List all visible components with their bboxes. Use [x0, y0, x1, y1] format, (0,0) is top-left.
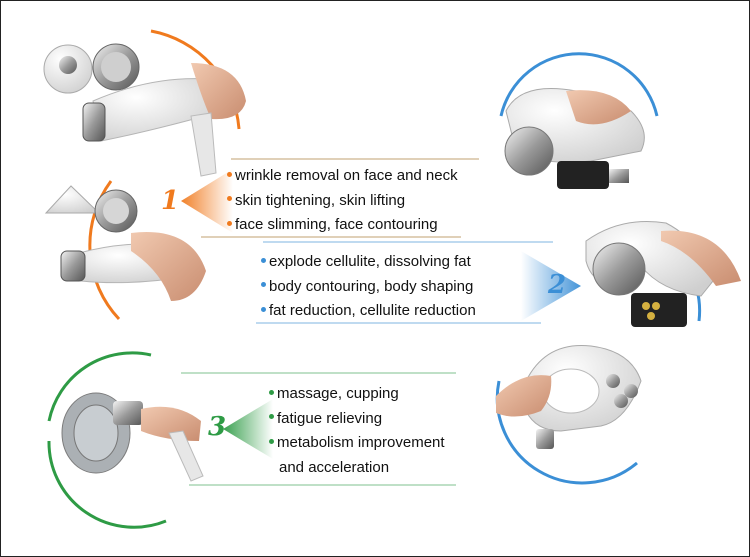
bullet-icon [269, 414, 274, 420]
blue-pointer [521, 251, 581, 321]
feature-item: massage, cupping [269, 383, 445, 408]
feature-text: fatigue relieving [277, 409, 383, 427]
green-arc-top [47, 351, 152, 422]
feature-item: explode cellulite, dissolving fat [261, 251, 476, 276]
bullet-icon [227, 171, 232, 177]
feature-item: fatigue relieving [269, 408, 445, 433]
bullet-icon [261, 282, 266, 288]
section-2-feature-list: explode cellulite, dissolving fat body c… [261, 251, 476, 325]
feature-item: wrinkle removal on face and neck [227, 165, 458, 190]
orange-pointer [181, 169, 233, 233]
cavitation-handpiece-top [504, 88, 645, 189]
feature-text: explode cellulite, dissolving fat [269, 253, 471, 270]
feature-item: skin tightening, skin lifting [227, 190, 458, 215]
feature-text: face slimming, face contouring [235, 216, 438, 233]
section-3-feature-list: massage, cupping fatigue relieving metab… [269, 383, 445, 481]
feature-text: fat reduction, cellulite reduction [269, 302, 476, 319]
section-2-graphics [256, 52, 741, 485]
bullet-icon [227, 196, 232, 202]
bullet-icon [261, 306, 266, 312]
feature-text: and acceleration [279, 458, 390, 476]
feature-item: fat reduction, cellulite reduction [261, 300, 476, 325]
green-pointer [223, 399, 273, 459]
vacuum-cupping-handpiece [61, 392, 204, 482]
feature-text: massage, cupping [277, 385, 399, 402]
section-3-number: 3 [208, 412, 227, 442]
blue-arc-top [499, 52, 659, 117]
feature-item: body contouring, body shaping [261, 276, 476, 301]
tripolar-rf-handpiece [496, 344, 642, 449]
feature-text: skin tightening, skin lifting [235, 191, 406, 209]
green-arc-bottom [47, 440, 167, 529]
face-rf-handpiece-bottom [44, 185, 206, 301]
feature-item-continuation: and acceleration [269, 457, 445, 482]
feature-text: body contouring, body shaping [269, 277, 474, 295]
feature-text: metabolism improvement [277, 434, 445, 451]
feature-text: wrinkle removal on face and neck [235, 167, 458, 184]
feature-item: face slimming, face contouring [227, 214, 458, 239]
bullet-icon [269, 438, 274, 444]
bullet-icon [227, 220, 232, 226]
section-3-graphics [47, 351, 456, 529]
section-1-graphics [43, 29, 479, 321]
section-1-feature-list: wrinkle removal on face and neck skin ti… [227, 165, 458, 239]
section-2-number: 2 [548, 270, 567, 300]
cavitation-handpiece-middle [585, 220, 741, 327]
bullet-icon [269, 389, 274, 395]
bullet-icon [261, 257, 266, 263]
section-1-number: 1 [161, 186, 180, 216]
feature-item: metabolism improvement [269, 432, 445, 457]
face-rf-handpiece-top [43, 43, 246, 177]
